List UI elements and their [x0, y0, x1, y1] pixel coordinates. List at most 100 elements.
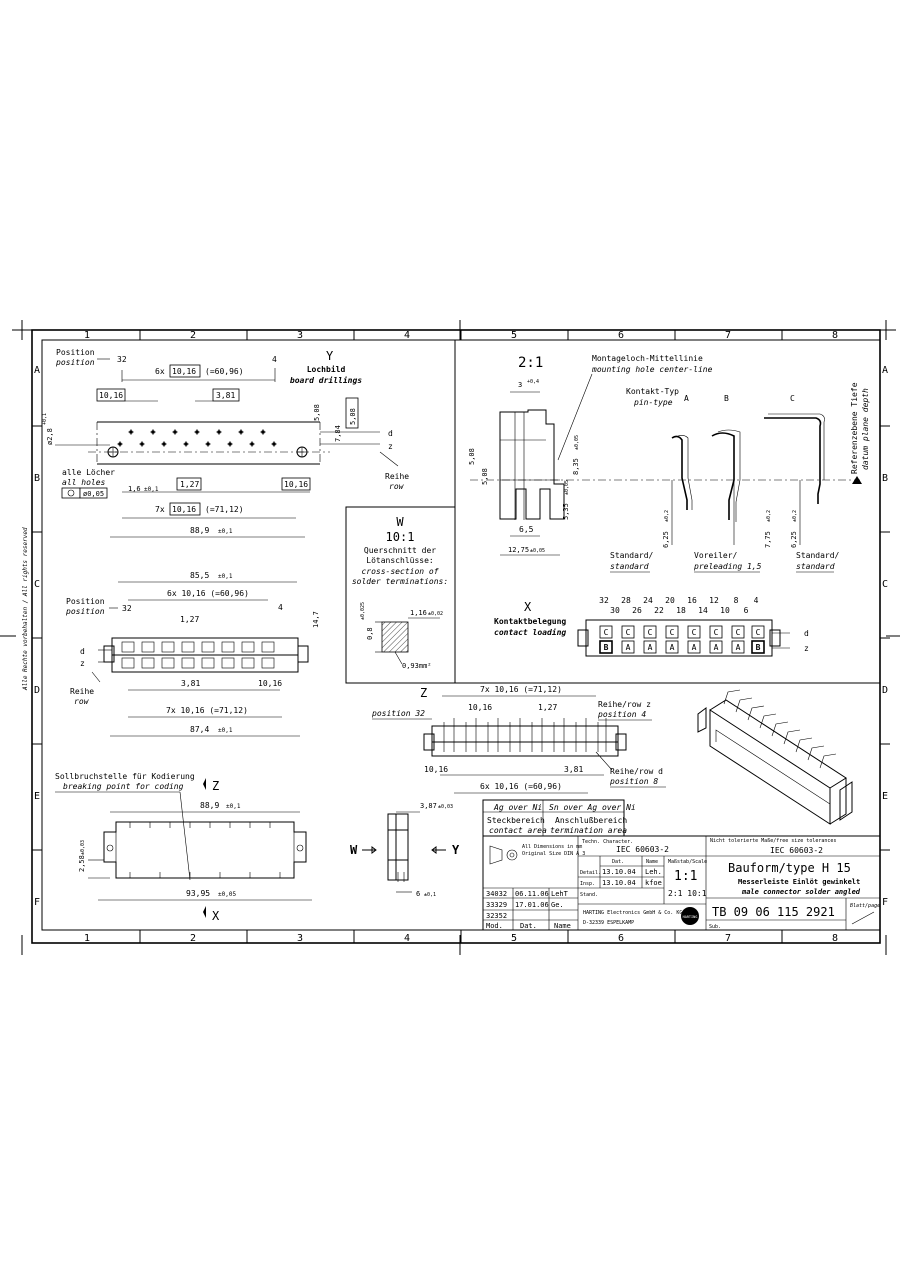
row-label: D: [34, 685, 40, 696]
title-block: Ag over Ni Sn over Ag over Ni Steckberei…: [482, 799, 881, 931]
svg-text:HARTING: HARTING: [683, 915, 698, 919]
contact-cell: C: [626, 628, 631, 637]
view-y: Y Lochbild board drillings Position posi…: [42, 348, 409, 538]
svg-text:1:1: 1:1: [674, 869, 697, 884]
contact-cell: A: [736, 643, 741, 652]
svg-text:5,08: 5,08: [481, 468, 489, 485]
row-label: D: [882, 685, 888, 696]
svg-text:Original Size DIN A 3: Original Size DIN A 3: [522, 851, 585, 857]
svg-text:±0,02: ±0,02: [428, 611, 443, 617]
view-z-title: Z: [420, 686, 427, 700]
contact-cell: C: [670, 628, 675, 637]
termination-section: [381, 621, 409, 653]
svg-text:2,58: 2,58: [78, 855, 86, 872]
svg-text:1,16: 1,16: [410, 609, 427, 617]
col-label: 8: [832, 330, 838, 341]
detail-scale: 2:1: [518, 355, 543, 371]
svg-text:C: C: [790, 394, 795, 403]
row-label: B: [882, 473, 888, 484]
svg-text:Sub.: Sub.: [709, 924, 721, 930]
svg-text:±0,1: ±0,1: [424, 892, 436, 898]
dim-508b: 5,08: [349, 408, 357, 425]
svg-text:Blatt/page: Blatt/page: [850, 903, 880, 909]
svg-text:Bauform/type H 15: Bauform/type H 15: [728, 861, 851, 875]
svg-text:±0,2: ±0,2: [792, 510, 798, 522]
svg-text:6,25: 6,25: [790, 531, 798, 548]
svg-text:Lötanschlüsse:: Lötanschlüsse:: [366, 556, 433, 565]
svg-text:±0,05: ±0,05: [564, 480, 570, 495]
pos-4: 4: [272, 355, 277, 364]
dim-127: 1,27: [180, 480, 199, 489]
col-label: 4: [404, 933, 410, 944]
svg-text:HARTING Electronics GmbH & Co.: HARTING Electronics GmbH & Co. KG: [583, 910, 682, 916]
svg-text:±0,1: ±0,1: [218, 528, 233, 535]
col-label: 1: [84, 330, 90, 341]
svg-text:mounting hole center-line: mounting hole center-line: [591, 365, 713, 374]
contact-cell: C: [648, 628, 653, 637]
row-d: d: [388, 429, 393, 438]
contact-cell: C: [756, 628, 761, 637]
dim-7x: 7x: [155, 505, 165, 514]
column-labels: 1 2 3 4 5 6 7 8 1 2 3 4 5 6 7 8: [84, 330, 838, 944]
svg-text:male connector solder angled: male connector solder angled: [741, 888, 861, 896]
row-label: A: [34, 365, 40, 376]
dim-147: 14,7: [312, 611, 320, 628]
svg-text:±0,05: ±0,05: [218, 891, 236, 898]
svg-text:33329: 33329: [486, 901, 507, 909]
view-w-scale: 10:1: [386, 530, 415, 544]
svg-text:Name: Name: [554, 922, 571, 930]
svg-text:7,75: 7,75: [764, 531, 772, 548]
svg-text:position 8: position 8: [609, 777, 658, 786]
dim-diam: ø2,8: [46, 428, 54, 445]
contact-cell: C: [692, 628, 697, 637]
col-label: 3: [297, 330, 303, 341]
dim-874: 87,4: [190, 725, 209, 734]
svg-text:breaking point for coding: breaking point for coding: [63, 782, 184, 791]
svg-text:X: X: [212, 909, 220, 923]
row-label: E: [882, 791, 888, 802]
dim-1016-front: 10,16: [258, 679, 282, 688]
svg-text:Kontaktbelegung: Kontaktbelegung: [494, 617, 566, 626]
svg-text:3: 3: [518, 381, 522, 389]
svg-text:±0,2: ±0,2: [664, 510, 670, 522]
pos-number: 22: [654, 606, 664, 615]
svg-text:Standard/: Standard/: [796, 551, 840, 560]
dim-1016c: 10,16: [284, 480, 308, 489]
dim-784: 7,84: [334, 425, 342, 442]
svg-text:Steckbereich: Steckbereich: [487, 816, 545, 825]
svg-text:±0,1: ±0,1: [218, 573, 233, 580]
view-y-title: Y: [326, 349, 334, 363]
view-side: 3,87 ±0,03 W Y 6 ±0,1: [350, 802, 460, 898]
svg-text:Nicht tolerierte Maße/free siz: Nicht tolerierte Maße/free size toleranc…: [710, 838, 836, 844]
svg-text:17.01.06: 17.01.06: [515, 901, 549, 909]
svg-text:Detail.: Detail.: [580, 870, 601, 876]
svg-text:3,81: 3,81: [564, 765, 583, 774]
svg-text:Stand.: Stand.: [580, 892, 598, 898]
dim-6096: (=60,96): [205, 367, 244, 376]
row-label: B: [34, 473, 40, 484]
isometric-view: [697, 689, 853, 825]
svg-text:Messerleiste Einlöt gewinkelt: Messerleiste Einlöt gewinkelt: [738, 878, 860, 886]
view-w-box: [345, 506, 456, 684]
pos-number: 32: [599, 596, 609, 605]
rights-note: Alle Rechte vorbehalten / All rights res…: [22, 527, 29, 691]
front-position-de: Position: [66, 597, 105, 606]
svg-text:Reihe/row z: Reihe/row z: [598, 700, 651, 709]
svg-text:8,35: 8,35: [572, 458, 580, 475]
svg-text:Y: Y: [452, 843, 460, 857]
svg-text:kfoe: kfoe: [645, 879, 662, 887]
dim-508a: 5,08: [313, 404, 321, 421]
svg-text:Ag over Ni: Ag over Ni: [493, 803, 542, 812]
svg-text:5,08: 5,08: [468, 448, 476, 465]
svg-text:Techn. Character.: Techn. Character.: [582, 839, 633, 845]
svg-text:±0,2: ±0,2: [766, 510, 772, 522]
dim-1016: 10,16: [172, 367, 196, 376]
svg-text:datum plane depth: datum plane depth: [861, 388, 870, 470]
contact-cell: A: [714, 643, 719, 652]
dim-1016b: 10,16: [99, 391, 123, 400]
svg-text:93,95: 93,95: [186, 889, 210, 898]
svg-text:Dat.: Dat.: [520, 922, 537, 930]
svg-text:Montageloch-Mittellinie: Montageloch-Mittellinie: [592, 354, 703, 363]
svg-text:pin-type: pin-type: [633, 398, 673, 407]
